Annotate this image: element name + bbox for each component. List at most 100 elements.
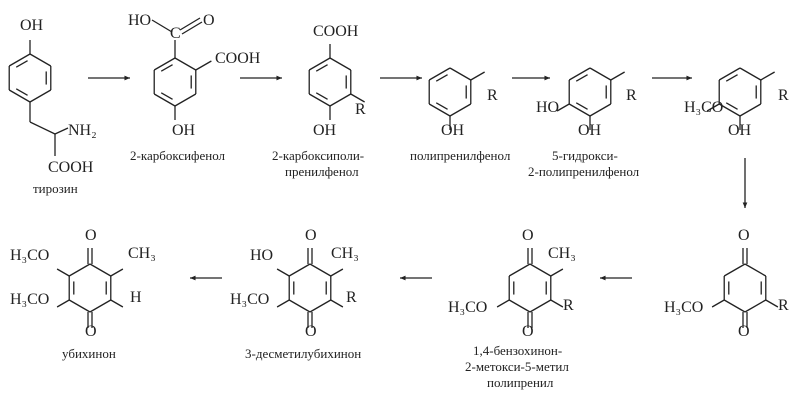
bond — [54, 127, 69, 135]
ho-label: HO — [250, 247, 273, 264]
compound-name-line1: 1,4-бензохинон- — [473, 343, 562, 358]
arrow-head — [416, 75, 422, 81]
substituent-bond — [56, 299, 70, 308]
compound-name-line1: 5-гидрокси- — [552, 148, 618, 163]
bond — [29, 121, 56, 135]
substituent-bond — [56, 268, 70, 277]
substituent-bond — [276, 299, 290, 308]
substituent-bond — [765, 299, 779, 308]
oh-label: OH — [313, 122, 337, 139]
ring-bond — [68, 299, 91, 313]
r-label: R — [778, 297, 789, 314]
h3co-label: H₃CO — [230, 291, 269, 308]
oh-label: OH — [578, 122, 602, 139]
o-top-label: O — [305, 227, 317, 244]
substituent-bond — [706, 103, 720, 112]
oh-label: OH — [172, 122, 196, 139]
ring-bond — [589, 103, 612, 117]
methylbenzoquinone: O O CH₃ H₃CO R 1,4-бензохинон- 2-метокси… — [448, 227, 576, 390]
ring-bond — [309, 299, 332, 313]
ring-bond — [723, 263, 746, 277]
cooh-label: COOH — [313, 23, 359, 40]
r-label: R — [778, 87, 789, 104]
ring-bond — [29, 53, 52, 67]
compound-name: убихинон — [62, 346, 116, 361]
h3co-label-1: H₃CO — [10, 247, 49, 264]
ring-bond — [308, 57, 331, 71]
ring-bond — [744, 299, 767, 313]
ring-bond — [529, 299, 552, 313]
compound-name-line2: пренилфенол — [285, 164, 359, 179]
r-label: R — [355, 101, 366, 118]
ring-bond — [153, 57, 176, 71]
compound-name: полипренилфенол — [410, 148, 511, 163]
compound-name: тирозин — [33, 181, 78, 196]
o-bottom-label: O — [738, 323, 750, 340]
ring-bond — [68, 263, 91, 277]
cooh-label: COOH — [215, 50, 261, 67]
carboxypolyprenylphenol: COOH R OH 2-карбоксиполи- пренилфенол — [272, 23, 366, 179]
ring-bond — [29, 89, 52, 103]
double-bond — [160, 64, 173, 72]
h3co-label: H₃CO — [664, 299, 703, 316]
ch3-label: CH₃ — [331, 245, 359, 262]
substituent-bond — [276, 268, 290, 277]
r-label: R — [487, 87, 498, 104]
ring-bond — [174, 57, 197, 71]
o-label: O — [203, 12, 215, 29]
ring-bond — [739, 103, 762, 117]
substituent-bond — [470, 71, 485, 81]
arrow-head — [190, 275, 196, 281]
substituent-bond — [550, 268, 564, 277]
o-bottom-label: O — [522, 323, 534, 340]
methoxyphenol: H₃CO OH R — [684, 87, 789, 139]
r-label: R — [346, 289, 357, 306]
o-bottom-label: O — [85, 323, 97, 340]
compound-name-line3: полипренил — [487, 375, 554, 390]
ring-bond — [428, 103, 451, 117]
ring-bond — [288, 299, 311, 313]
arrow-head — [686, 75, 692, 81]
ring-bond — [329, 93, 352, 107]
ring-bond — [153, 93, 176, 107]
bond — [181, 21, 203, 35]
double-bond — [160, 92, 173, 100]
nh2-label: NH₂ — [68, 122, 97, 139]
ring-bond — [508, 299, 531, 313]
h-label: H — [130, 289, 142, 306]
arrow-head — [400, 275, 406, 281]
ubiquinone: O O H₃CO H₃CO CH₃ H убихинон — [10, 227, 156, 361]
arrow-head — [276, 75, 282, 81]
r-label: R — [626, 87, 637, 104]
ring-bond — [309, 263, 332, 277]
substituent-bond — [760, 71, 775, 81]
arrow-head — [600, 275, 606, 281]
double-bond — [15, 88, 28, 96]
arrow-head — [124, 75, 130, 81]
substituent-bond — [350, 93, 365, 103]
h3co-label-2: H₃CO — [10, 291, 49, 308]
compound-name-line1: 2-карбоксиполи- — [272, 148, 364, 163]
o-bottom-label: O — [305, 323, 317, 340]
ring-bond — [8, 89, 31, 103]
ring-bond — [308, 93, 331, 107]
bonds — [8, 17, 779, 328]
cooh-label: COOH — [48, 159, 94, 176]
double-bond — [315, 64, 328, 72]
ring-bond — [508, 263, 531, 277]
methoxybenzoquinone: O O H₃CO R — [664, 227, 789, 340]
ring-bond — [449, 67, 472, 81]
substituent-bond — [610, 71, 625, 81]
ho-label: HO — [128, 12, 151, 29]
h3co-label: H₃CO — [448, 299, 487, 316]
ho-label: HO — [536, 99, 559, 116]
double-bond — [575, 102, 588, 110]
substituent-bond — [110, 299, 124, 308]
polyprenylphenol: R OH полипренилфенол — [410, 87, 511, 163]
compound-name-line2: 2-полипренилфенол — [528, 164, 640, 179]
ring-bond — [329, 57, 352, 71]
ring-bond — [718, 103, 741, 117]
ring-bond — [89, 263, 112, 277]
o-top-label: O — [522, 227, 534, 244]
